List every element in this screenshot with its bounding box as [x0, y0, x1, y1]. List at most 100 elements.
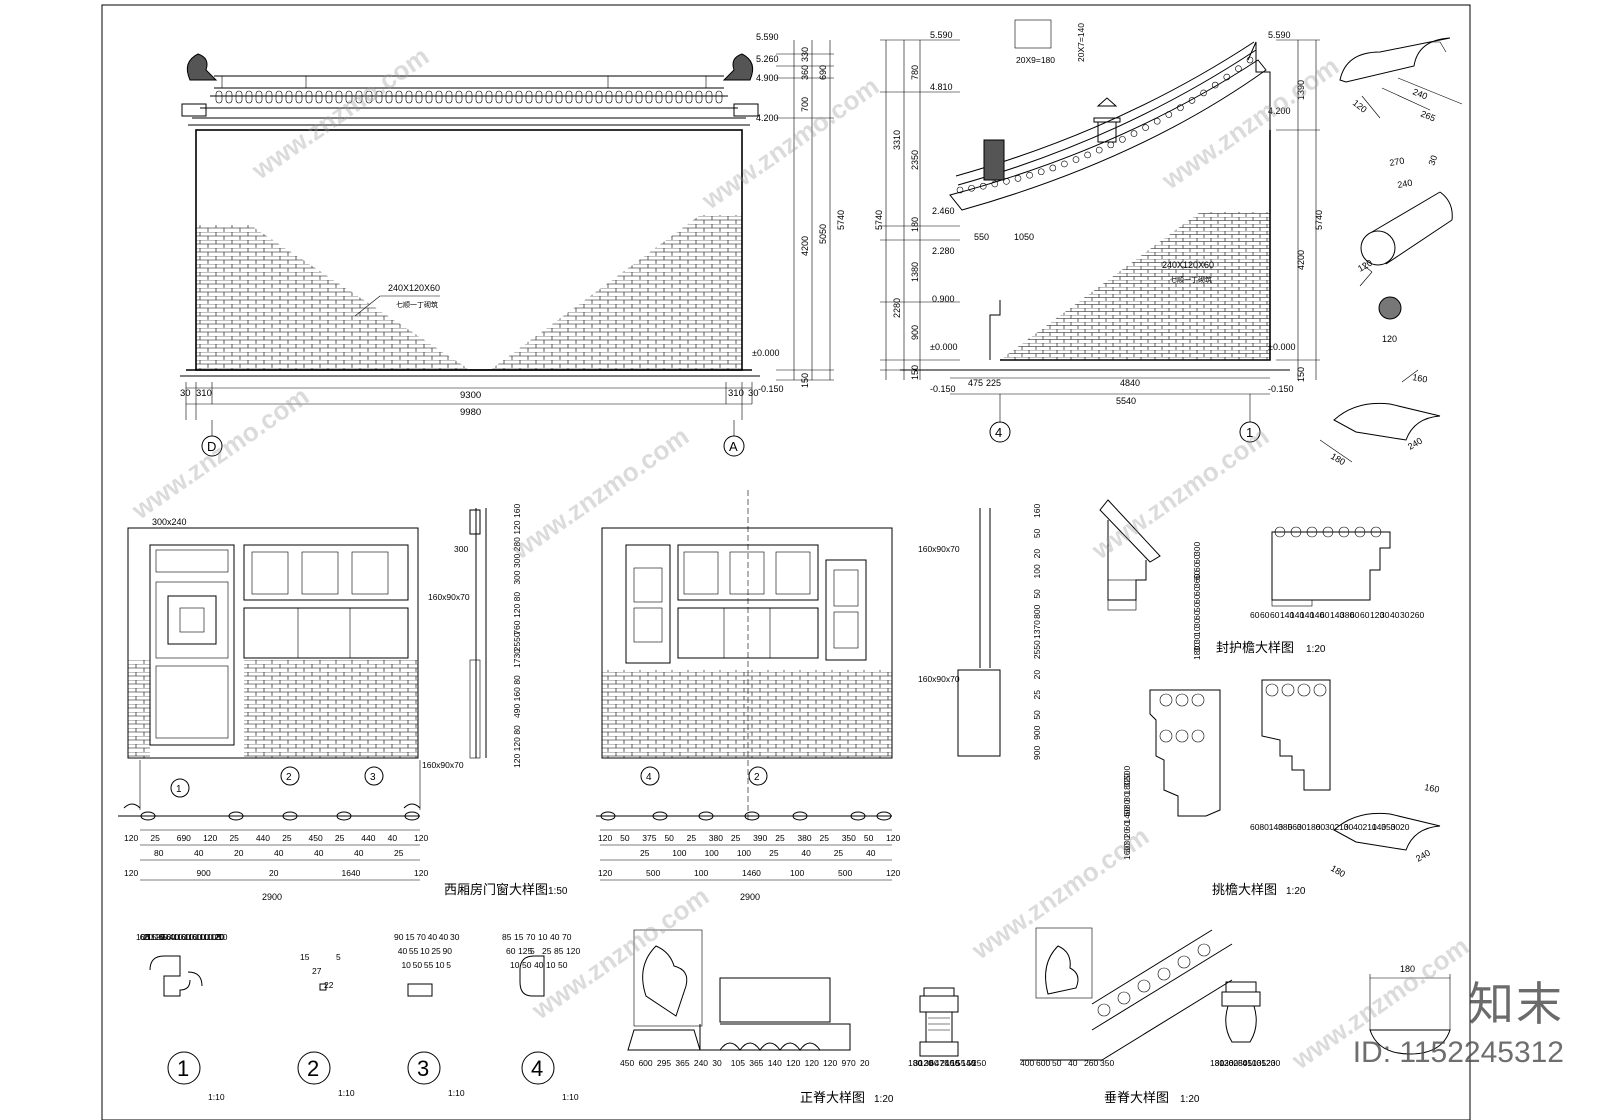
- svg-text:-0.150: -0.150: [930, 384, 956, 394]
- ridge-tile: [565, 90, 573, 104]
- dimension-label: 120: [512, 754, 522, 768]
- dimension-label: 380: [1340, 610, 1354, 620]
- dimension-label: 60: [1192, 586, 1202, 596]
- ridge-tile: [485, 90, 493, 104]
- watermark-text: www.znzmo.com: [1085, 421, 1274, 566]
- dimension-label: 40: [354, 848, 364, 858]
- dimension-label: 25: [820, 833, 830, 843]
- svg-text:310: 310: [196, 388, 212, 399]
- dimension-label: 105: [136, 932, 150, 942]
- dimension-label: 140: [1122, 809, 1132, 823]
- dimension-label: 600: [638, 1058, 652, 1068]
- svg-text:5.590: 5.590: [756, 32, 779, 42]
- dimension-label: 50: [1032, 589, 1042, 599]
- svg-text:300x240: 300x240: [152, 517, 187, 527]
- ridge-tile: [225, 90, 233, 104]
- dimension-label: 80: [1122, 799, 1132, 809]
- dimension-label: 30: [1391, 822, 1401, 832]
- ridge-tile: [415, 90, 423, 104]
- dimension-label: 120: [598, 868, 612, 878]
- dimension-label: 30: [1215, 1058, 1225, 1068]
- ridge-tile: [715, 90, 723, 104]
- svg-text:-0.150: -0.150: [1268, 384, 1294, 394]
- eave-tile: [1290, 526, 1302, 538]
- dimension-label: 475: [935, 1058, 949, 1068]
- ridge-tile: [355, 90, 363, 104]
- svg-text:240: 240: [1397, 178, 1414, 190]
- ridge-tile: [1200, 89, 1207, 97]
- svg-text:240: 240: [1414, 848, 1432, 864]
- dimension-label: 50: [1032, 528, 1042, 538]
- ridge-tile: [1049, 164, 1057, 172]
- dimension-label: 1460: [742, 868, 761, 878]
- ridge-tile: [1130, 130, 1138, 137]
- svg-text:900: 900: [910, 325, 920, 340]
- dimension-label: 5: [530, 946, 535, 956]
- ridge-tile: [991, 180, 999, 188]
- svg-text:±0.000: ±0.000: [1268, 342, 1295, 352]
- svg-text:160x90x70: 160x90x70: [428, 592, 470, 602]
- axis-label-4: 4: [995, 425, 1002, 440]
- ridge-tile: [1107, 141, 1115, 149]
- svg-text:七顺一丁砌筑: 七顺一丁砌筑: [1170, 275, 1212, 284]
- dimension-label: 10: [546, 960, 556, 970]
- dimension-label: 20: [143, 932, 153, 942]
- front-brick-sub: 七顺一丁砌筑: [396, 300, 438, 309]
- ridge-tile: [1153, 117, 1161, 125]
- dimension-label: 10: [203, 932, 213, 942]
- dimension-label: 25: [431, 946, 441, 956]
- dimension-label: 10: [184, 932, 194, 942]
- dimension-label: 60: [1229, 1058, 1239, 1068]
- axis-label-d: D: [207, 439, 216, 454]
- dimension-label: 40: [866, 848, 876, 858]
- svg-text:30: 30: [180, 388, 191, 399]
- dimension-label: 120: [414, 833, 428, 843]
- dimension-label: 120: [805, 1058, 819, 1068]
- svg-text:3: 3: [417, 1056, 429, 1081]
- svg-text:550: 550: [974, 232, 989, 242]
- dimension-label: 80: [1122, 792, 1132, 802]
- dimension-label: 15: [147, 932, 157, 942]
- dimension-label: 40: [428, 932, 438, 942]
- svg-text:2: 2: [754, 772, 760, 783]
- ridge-tile: [455, 90, 463, 104]
- dimension-label: 30: [712, 1058, 722, 1068]
- dimension-label: 300: [512, 554, 522, 568]
- dimension-label: 250: [972, 1058, 986, 1068]
- axis-label-a: A: [729, 439, 738, 454]
- eave-tile: [1313, 683, 1327, 697]
- svg-text:150: 150: [800, 373, 810, 388]
- dimension-label: 120: [414, 868, 428, 878]
- dimension-label: 280: [1233, 1058, 1247, 1068]
- rail-hinge: [282, 811, 298, 821]
- ridge-tile: [665, 90, 673, 104]
- ridge-tile: [405, 90, 413, 104]
- rail-hinge: [228, 811, 244, 821]
- svg-text:4200: 4200: [800, 236, 810, 256]
- eave-tile: [1265, 683, 1279, 697]
- svg-text:180: 180: [1329, 451, 1347, 467]
- dimension-label: 100: [705, 848, 719, 858]
- svg-text:-0.150: -0.150: [758, 384, 784, 394]
- dimension-label: 60: [929, 1058, 939, 1068]
- svg-text:2350: 2350: [910, 150, 920, 170]
- svg-text:240X120X60: 240X120X60: [1162, 260, 1214, 270]
- dimension-label: 40: [1068, 1058, 1078, 1068]
- dimension-label: 375: [642, 833, 656, 843]
- dimension-label: 40: [550, 932, 560, 942]
- ridge-tile: [395, 90, 403, 104]
- dimension-label: 55: [409, 946, 419, 956]
- dimension-label: 500: [646, 868, 660, 878]
- svg-text:2.280: 2.280: [932, 246, 955, 256]
- dimension-label: 500: [838, 868, 852, 878]
- ridge-tile: [575, 90, 583, 104]
- dimension-label: 25: [775, 833, 785, 843]
- dimension-label: 25: [769, 848, 779, 858]
- svg-text:2900: 2900: [262, 892, 282, 902]
- hip-tile: [1137, 979, 1151, 993]
- svg-text:9300: 9300: [460, 390, 481, 401]
- dimension-label: 295: [657, 1058, 671, 1068]
- svg-text:2900: 2900: [740, 892, 760, 902]
- dimension-label: 60: [1350, 610, 1360, 620]
